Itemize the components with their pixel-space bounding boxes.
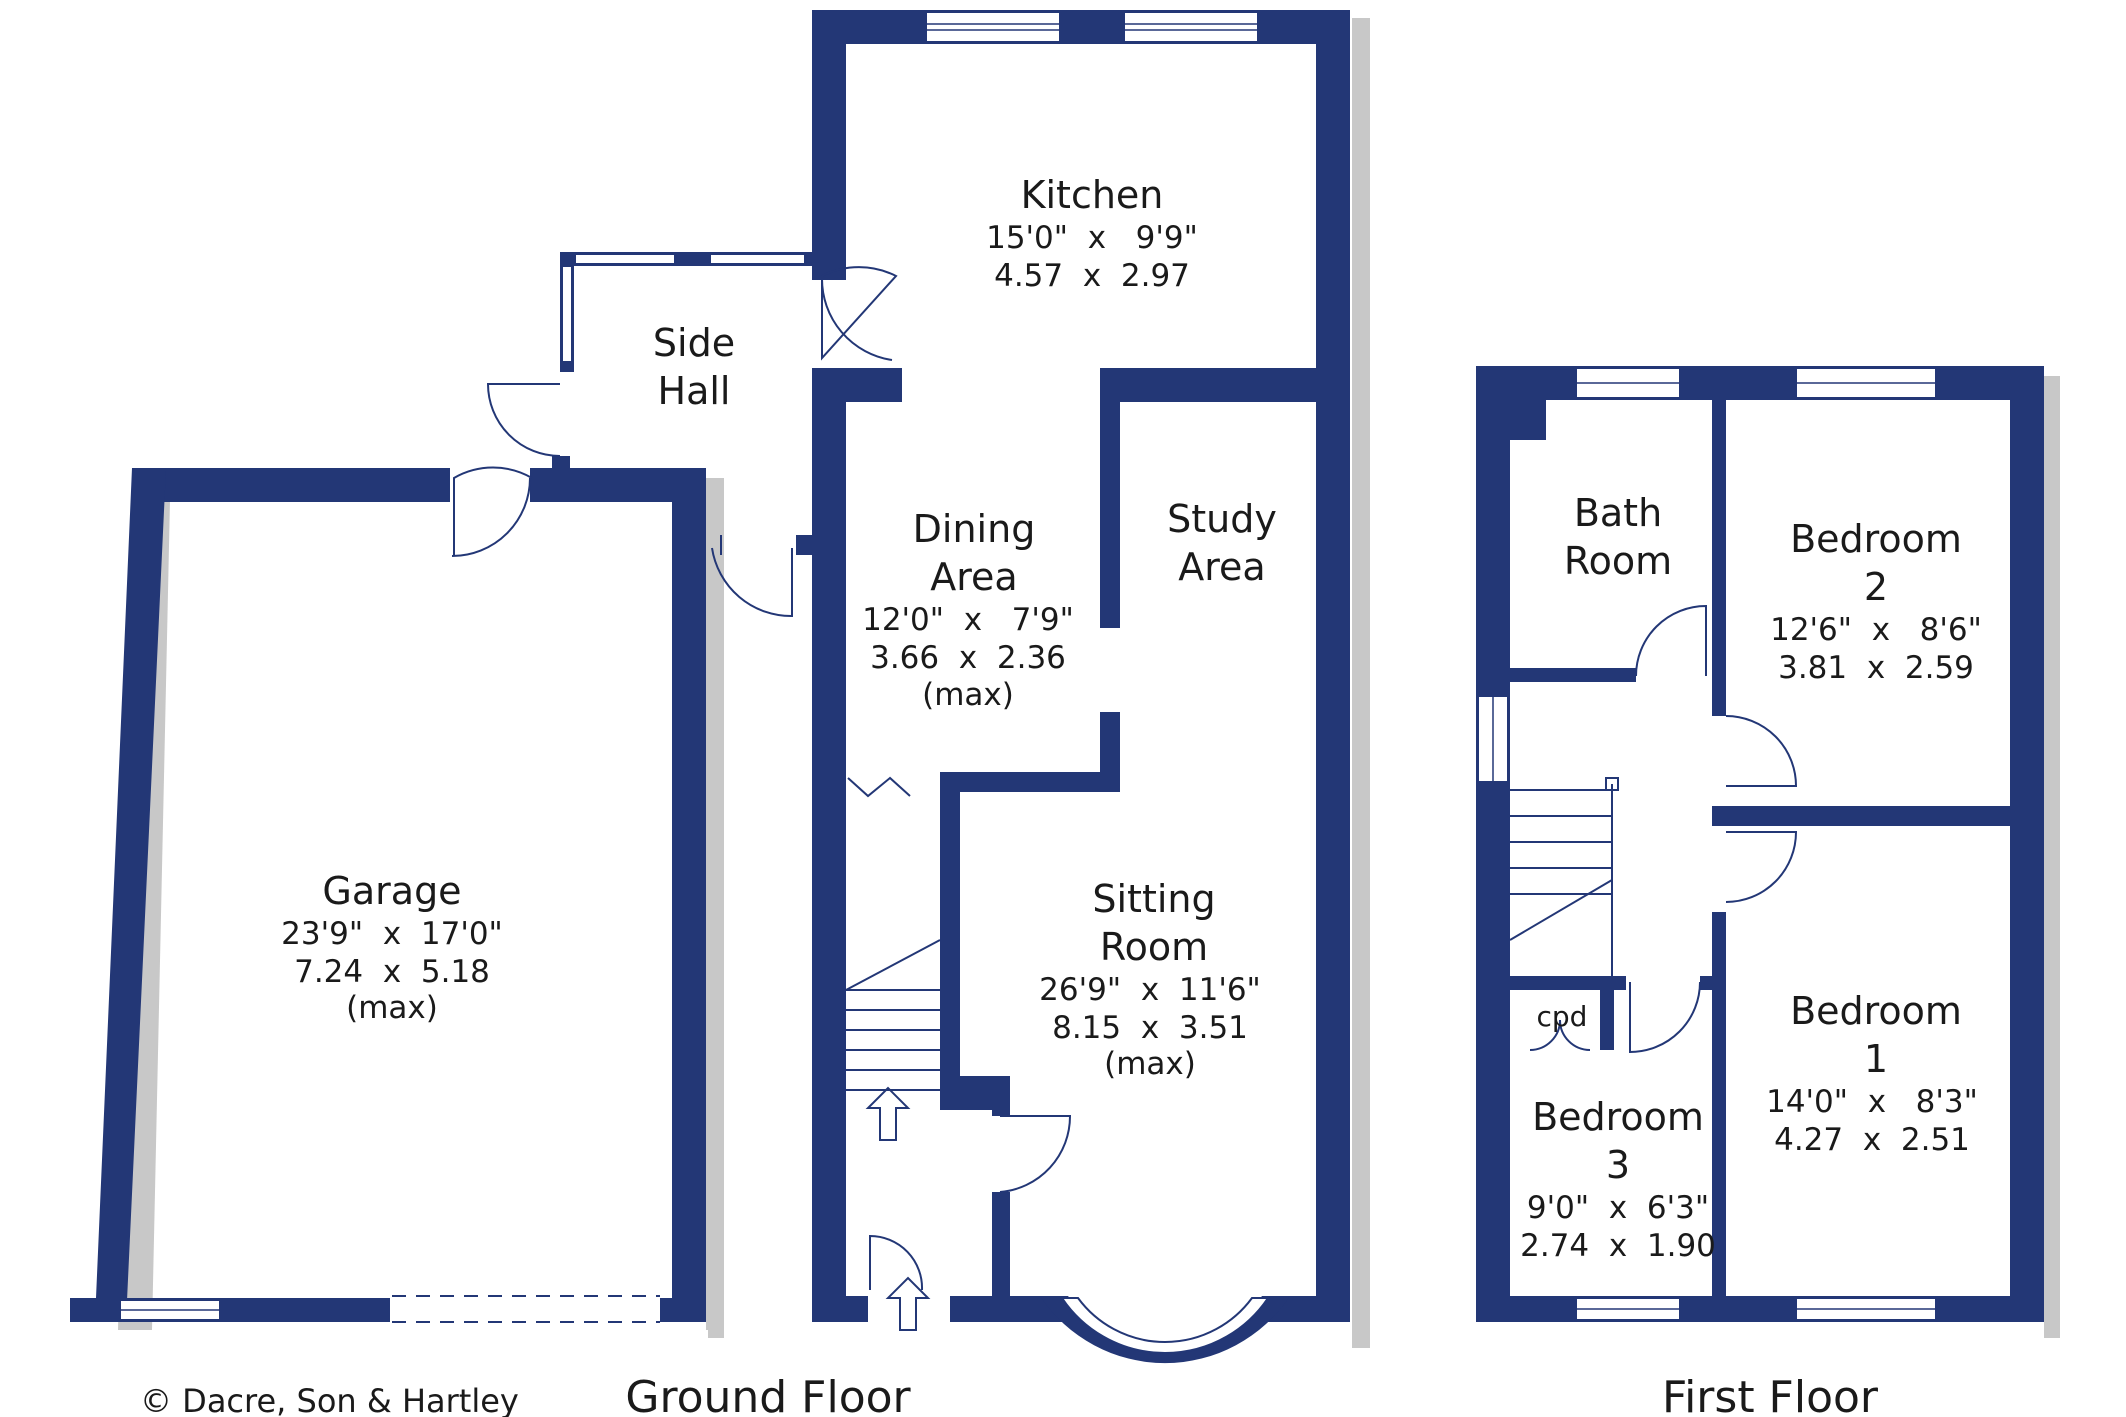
first-floor-title: First Floor: [1662, 1372, 1879, 1417]
study-line1: Study: [1167, 497, 1277, 541]
room-labels: Kitchen 15'0" x 9'9" 4.57 x 2.97 Side Ha…: [281, 173, 1982, 1264]
sitting-line2: Room: [1100, 925, 1208, 969]
dining-note: (max): [922, 677, 1014, 713]
side-hall-line1: Side: [653, 321, 735, 365]
first-floor-stairs: [1509, 777, 1619, 976]
bedroom2-line2: 2: [1864, 565, 1888, 609]
first-floor-walls: [1476, 366, 2060, 1338]
bathroom-line2: Room: [1564, 539, 1672, 583]
copyright-text: © Dacre, Son & Hartley: [140, 1382, 519, 1417]
side-hall-line2: Hall: [658, 369, 731, 413]
garage-walls: [70, 468, 720, 1330]
kitchen-name: Kitchen: [1021, 173, 1164, 217]
garage-note: (max): [346, 990, 438, 1026]
ground-floor-stairs: [845, 939, 941, 1331]
bedroom1-line1: Bedroom: [1790, 989, 1962, 1033]
bedroom3-line1: Bedroom: [1532, 1095, 1704, 1139]
bedroom3-imperial: 9'0" x 6'3": [1527, 1190, 1709, 1226]
sitting-line1: Sitting: [1092, 877, 1215, 921]
bedroom1-metric: 4.27 x 2.51: [1774, 1122, 1970, 1158]
dining-imperial: 12'0" x 7'9": [862, 602, 1074, 638]
sitting-metric: 8.15 x 3.51: [1052, 1010, 1248, 1046]
bedroom3-metric: 2.74 x 1.90: [1520, 1228, 1716, 1264]
bathroom-line1: Bath: [1574, 491, 1662, 535]
kitchen-imperial: 15'0" x 9'9": [986, 220, 1198, 256]
ground-floor-doors: [451, 266, 1072, 1291]
bay-window: [1040, 1296, 1290, 1364]
bedroom3-line2: 3: [1606, 1143, 1630, 1187]
sitting-imperial: 26'9" x 11'6": [1039, 972, 1261, 1008]
first-floor-doors: [1529, 604, 1798, 1054]
garage-imperial: 23'9" x 17'0": [281, 916, 503, 952]
ground-floor-walls: [708, 10, 1370, 1348]
ground-floor-title: Ground Floor: [625, 1372, 911, 1417]
garage-name: Garage: [322, 869, 461, 913]
study-line2: Area: [1178, 545, 1265, 589]
bedroom2-line1: Bedroom: [1790, 517, 1962, 561]
bedroom1-imperial: 14'0" x 8'3": [1766, 1084, 1978, 1120]
bedroom1-line2: 1: [1864, 1037, 1888, 1081]
bedroom2-metric: 3.81 x 2.59: [1778, 650, 1974, 686]
dining-line1: Dining: [913, 507, 1036, 551]
side-hall-walls: [552, 252, 812, 555]
footer-labels: © Dacre, Son & Hartley Ground Floor Firs…: [140, 1372, 1879, 1417]
sitting-note: (max): [1104, 1046, 1196, 1082]
first-floor-windows: [1477, 367, 1937, 1321]
cupboard-label: cpd: [1537, 1000, 1588, 1033]
kitchen-windows: [925, 11, 1259, 43]
dining-line2: Area: [930, 555, 1017, 599]
kitchen-metric: 4.57 x 2.97: [994, 258, 1190, 294]
bedroom2-imperial: 12'6" x 8'6": [1770, 612, 1982, 648]
garage-metric: 7.24 x 5.18: [294, 954, 490, 990]
dining-metric: 3.66 x 2.36: [870, 640, 1066, 676]
